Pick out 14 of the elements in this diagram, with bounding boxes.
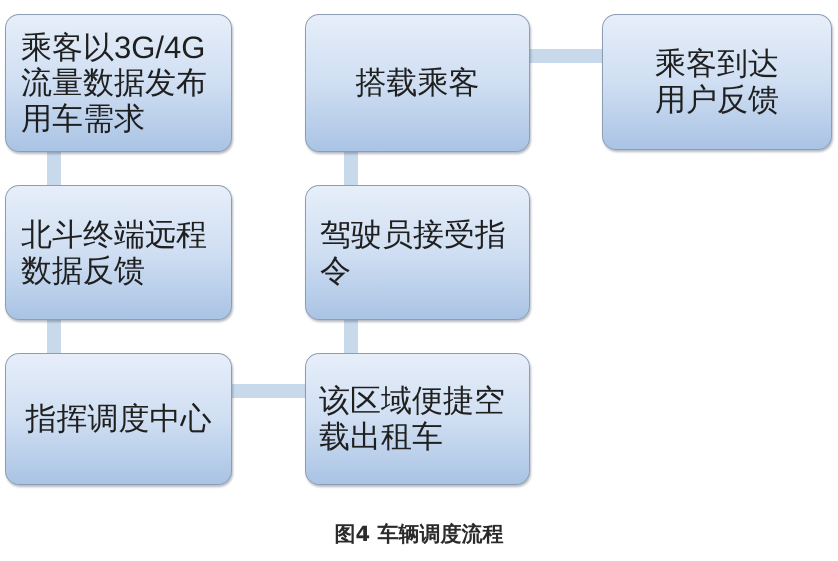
connector-line [232, 384, 305, 398]
connector-line [47, 152, 61, 185]
process-box: 驾驶员接受指令 [305, 185, 530, 320]
connector-line [47, 320, 61, 353]
process-box: 北斗终端远程数据反馈 [5, 185, 232, 320]
process-box: 搭载乘客 [305, 14, 530, 152]
connector-line [344, 320, 358, 353]
connector-line [530, 49, 602, 63]
figure-caption: 图4 车辆调度流程 [334, 522, 504, 546]
connector-line [344, 152, 358, 185]
process-box: 该区域便捷空载出租车 [305, 353, 530, 485]
process-box: 指挥调度中心 [5, 353, 232, 485]
process-box: 乘客以3G/4G流量数据发布用车需求 [5, 14, 232, 152]
process-box: 乘客到达用户反馈 [602, 14, 832, 150]
